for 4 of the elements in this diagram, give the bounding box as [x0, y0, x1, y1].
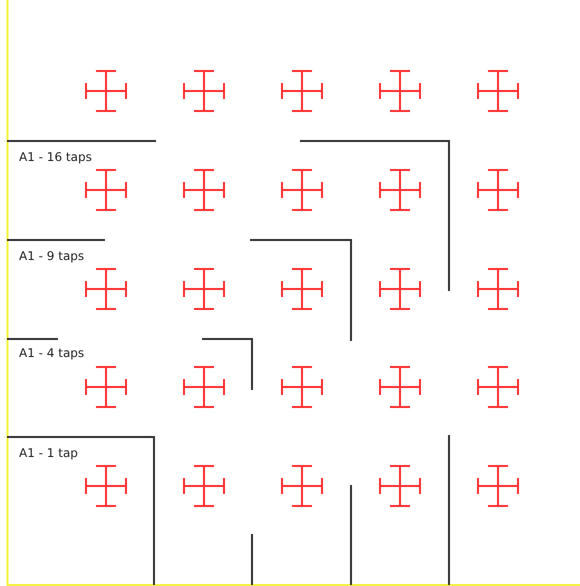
- region-label: A1 - 1 tap: [19, 446, 78, 460]
- region-label: A1 - 9 taps: [19, 249, 84, 263]
- region-label: A1 - 16 taps: [19, 150, 92, 164]
- region-label: A1 - 4 taps: [19, 346, 84, 360]
